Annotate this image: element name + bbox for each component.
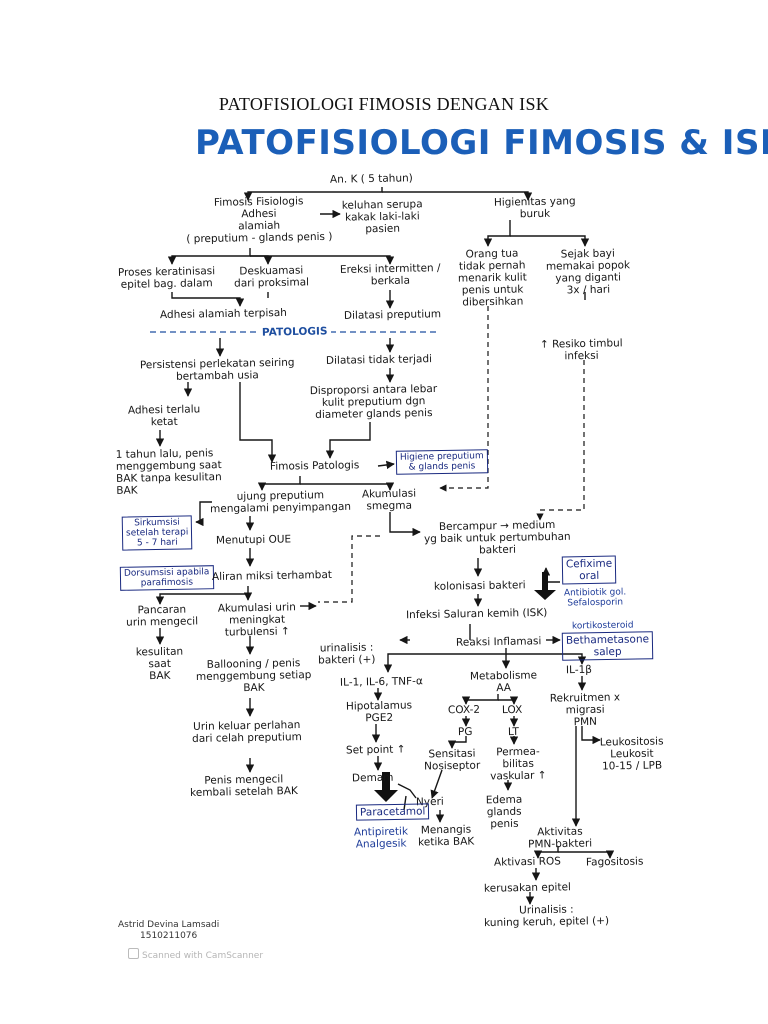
node-kerusakan-epitel: kerusakan epitel bbox=[483, 881, 572, 895]
node-adhesi-terpisah: Adhesi alamiah terpisah bbox=[159, 306, 288, 322]
node-leukositosis: Leukositosis Leukosit 10-15 / LPB bbox=[599, 735, 664, 773]
therapy-sirkumsisi: Sirkumsisi setelah terapi 5 - 7 hari bbox=[121, 515, 193, 551]
node-kolonisasi: kolonisasi bakteri bbox=[433, 579, 526, 593]
author-id: 1510211076 bbox=[140, 931, 198, 941]
therapy-antipiretik-note: Antipiretik Analgesik bbox=[353, 825, 409, 851]
node-permeabilitas: Permea- bilitas vaskular ↑ bbox=[490, 745, 547, 783]
therapy-bethametasone: Bethametasone salep bbox=[561, 631, 654, 661]
node-pg: PG bbox=[457, 725, 473, 739]
node-pancaran: Pancaran urin mengecil bbox=[126, 603, 199, 629]
node-disproporsi: Disproporsi antara lebar kulit preputium… bbox=[309, 382, 438, 422]
author-name: Astrid Devina Lamsadi bbox=[118, 920, 220, 930]
camscanner-icon bbox=[128, 948, 139, 959]
therapy-antibiotik-note: Antibiotik gol. Sefalosporin bbox=[563, 587, 627, 609]
node-edema: Edema glands penis bbox=[485, 793, 523, 831]
node-aliran-miksi: Aliran miksi terhambat bbox=[211, 568, 333, 584]
node-resiko-infeksi: ↑ Resiko timbul infeksi bbox=[539, 337, 623, 363]
node-akumulasi-smegma: Akumulasi smegma bbox=[361, 487, 417, 513]
node-ballooning: Ballooning / penis menggembung setiap BA… bbox=[195, 657, 312, 695]
therapy-higiene: Higiene preputium & glands penis bbox=[395, 449, 488, 475]
node-deskuamasi: Deskuamasi dari proksimal bbox=[234, 264, 310, 290]
node-urin-keluar: Urin keluar perlahan dari celah preputiu… bbox=[192, 719, 302, 745]
node-higienitas: Higienitas yang buruk bbox=[493, 195, 576, 221]
node-demam: Demam bbox=[351, 771, 394, 785]
node-ujung-preputium: ujung preputium mengalami penyimpangan bbox=[210, 489, 352, 516]
node-menangis: Menangis ketika BAK bbox=[418, 823, 475, 849]
node-reaksi-inflamasi: Reaksi Inflamasi bbox=[455, 635, 542, 649]
node-patologis-label: PATOLOGIS bbox=[257, 325, 332, 339]
node-dilatasi-preputium: Dilatasi preputium bbox=[343, 308, 442, 322]
node-sejak-bayi: Sejak bayi memakai popok yang diganti 3x… bbox=[545, 247, 631, 297]
node-ereksi: Ereksi intermitten / berkala bbox=[339, 262, 441, 288]
node-penis-mengecil: Penis mengecil kembali setelah BAK bbox=[190, 773, 298, 799]
node-infeksi-isk: Infeksi Saluran kemih (ISK) bbox=[405, 606, 548, 622]
watermark-text: Scanned with CamScanner bbox=[142, 951, 264, 961]
node-aktivitas-pmn: Aktivitas PMN-bakteri bbox=[528, 825, 593, 851]
node-tahun-lalu: 1 tahun lalu, penis menggembung saat BAK… bbox=[115, 447, 222, 497]
node-bercampur: Bercampur → medium yg baik untuk pertumb… bbox=[423, 518, 571, 557]
node-hipotalamus: Hipotalamus PGE2 bbox=[345, 699, 413, 725]
page-title: PATOFISIOLOGI FIMOSIS DENGAN ISK bbox=[218, 94, 550, 114]
node-metabolisme-aa: Metabolisme AA bbox=[469, 669, 538, 695]
node-fimosis-fisiologis: Fimosis Fisiologis Adhesi alamiah ( prep… bbox=[186, 195, 333, 246]
node-fimosis-patologis: Fimosis Patologis bbox=[269, 459, 360, 473]
node-orang-tua: Orang tua tidak pernah menarik kulit pen… bbox=[457, 247, 527, 309]
node-urinalisis-bakteri: urinalisis : bakteri (+) bbox=[318, 641, 376, 667]
node-aktivasi-ros: Aktivasi ROS bbox=[493, 855, 562, 869]
node-il1b: IL-1β bbox=[565, 663, 593, 677]
node-menutupi-oue: Menutupi OUE bbox=[215, 533, 292, 547]
node-sensitasi: Sensitasi Nosiseptor bbox=[424, 747, 481, 773]
node-proses-keratinisasi: Proses keratinisasi epitel bag. dalam bbox=[117, 265, 216, 291]
node-urinalisis-kuning: Urinalisis : kuning keruh, epitel (+) bbox=[484, 903, 610, 930]
node-persistensi: Persistensi perlekatan seiring bertambah… bbox=[139, 356, 295, 383]
node-set-point: Set point ↑ bbox=[345, 743, 406, 757]
node-dilatasi-tidak: Dilatasi tidak terjadi bbox=[325, 353, 433, 367]
therapy-cefixime: Cefixime oral bbox=[561, 555, 617, 585]
node-fagositosis: Fagositosis bbox=[585, 855, 644, 869]
node-akumulasi-urin: Akumulasi urin meningkat turbulensi ↑ bbox=[217, 601, 296, 639]
node-kesulitan-bak: kesulitan saat BAK bbox=[135, 645, 184, 683]
node-lox: LOX bbox=[501, 703, 523, 717]
diagram-heading: PATOFISIOLOGI FIMOSIS & ISK bbox=[195, 123, 768, 163]
scanner-watermark: Scanned with CamScanner bbox=[128, 948, 263, 961]
node-adhesi-ketat: Adhesi terlalu ketat bbox=[127, 403, 201, 429]
node-keluhan: keluhan serupa kakak laki-laki pasien bbox=[341, 198, 423, 236]
node-cox2: COX-2 bbox=[447, 703, 481, 717]
node-il1-il6: IL-1, IL-6, TNF-α bbox=[339, 675, 423, 689]
node-lt: LT bbox=[507, 725, 519, 739]
therapy-dorsumsisi: Dorsumsisi apabila parafimosis bbox=[119, 565, 214, 591]
node-rekruitmen: Rekruitmen x migrasi PMN bbox=[549, 691, 621, 729]
node-root: An. K ( 5 tahun) bbox=[329, 172, 413, 186]
therapy-paracetamol: Paracetamol bbox=[355, 803, 430, 821]
therapy-kortikosteroid-note: kortikosteroid bbox=[571, 620, 634, 632]
